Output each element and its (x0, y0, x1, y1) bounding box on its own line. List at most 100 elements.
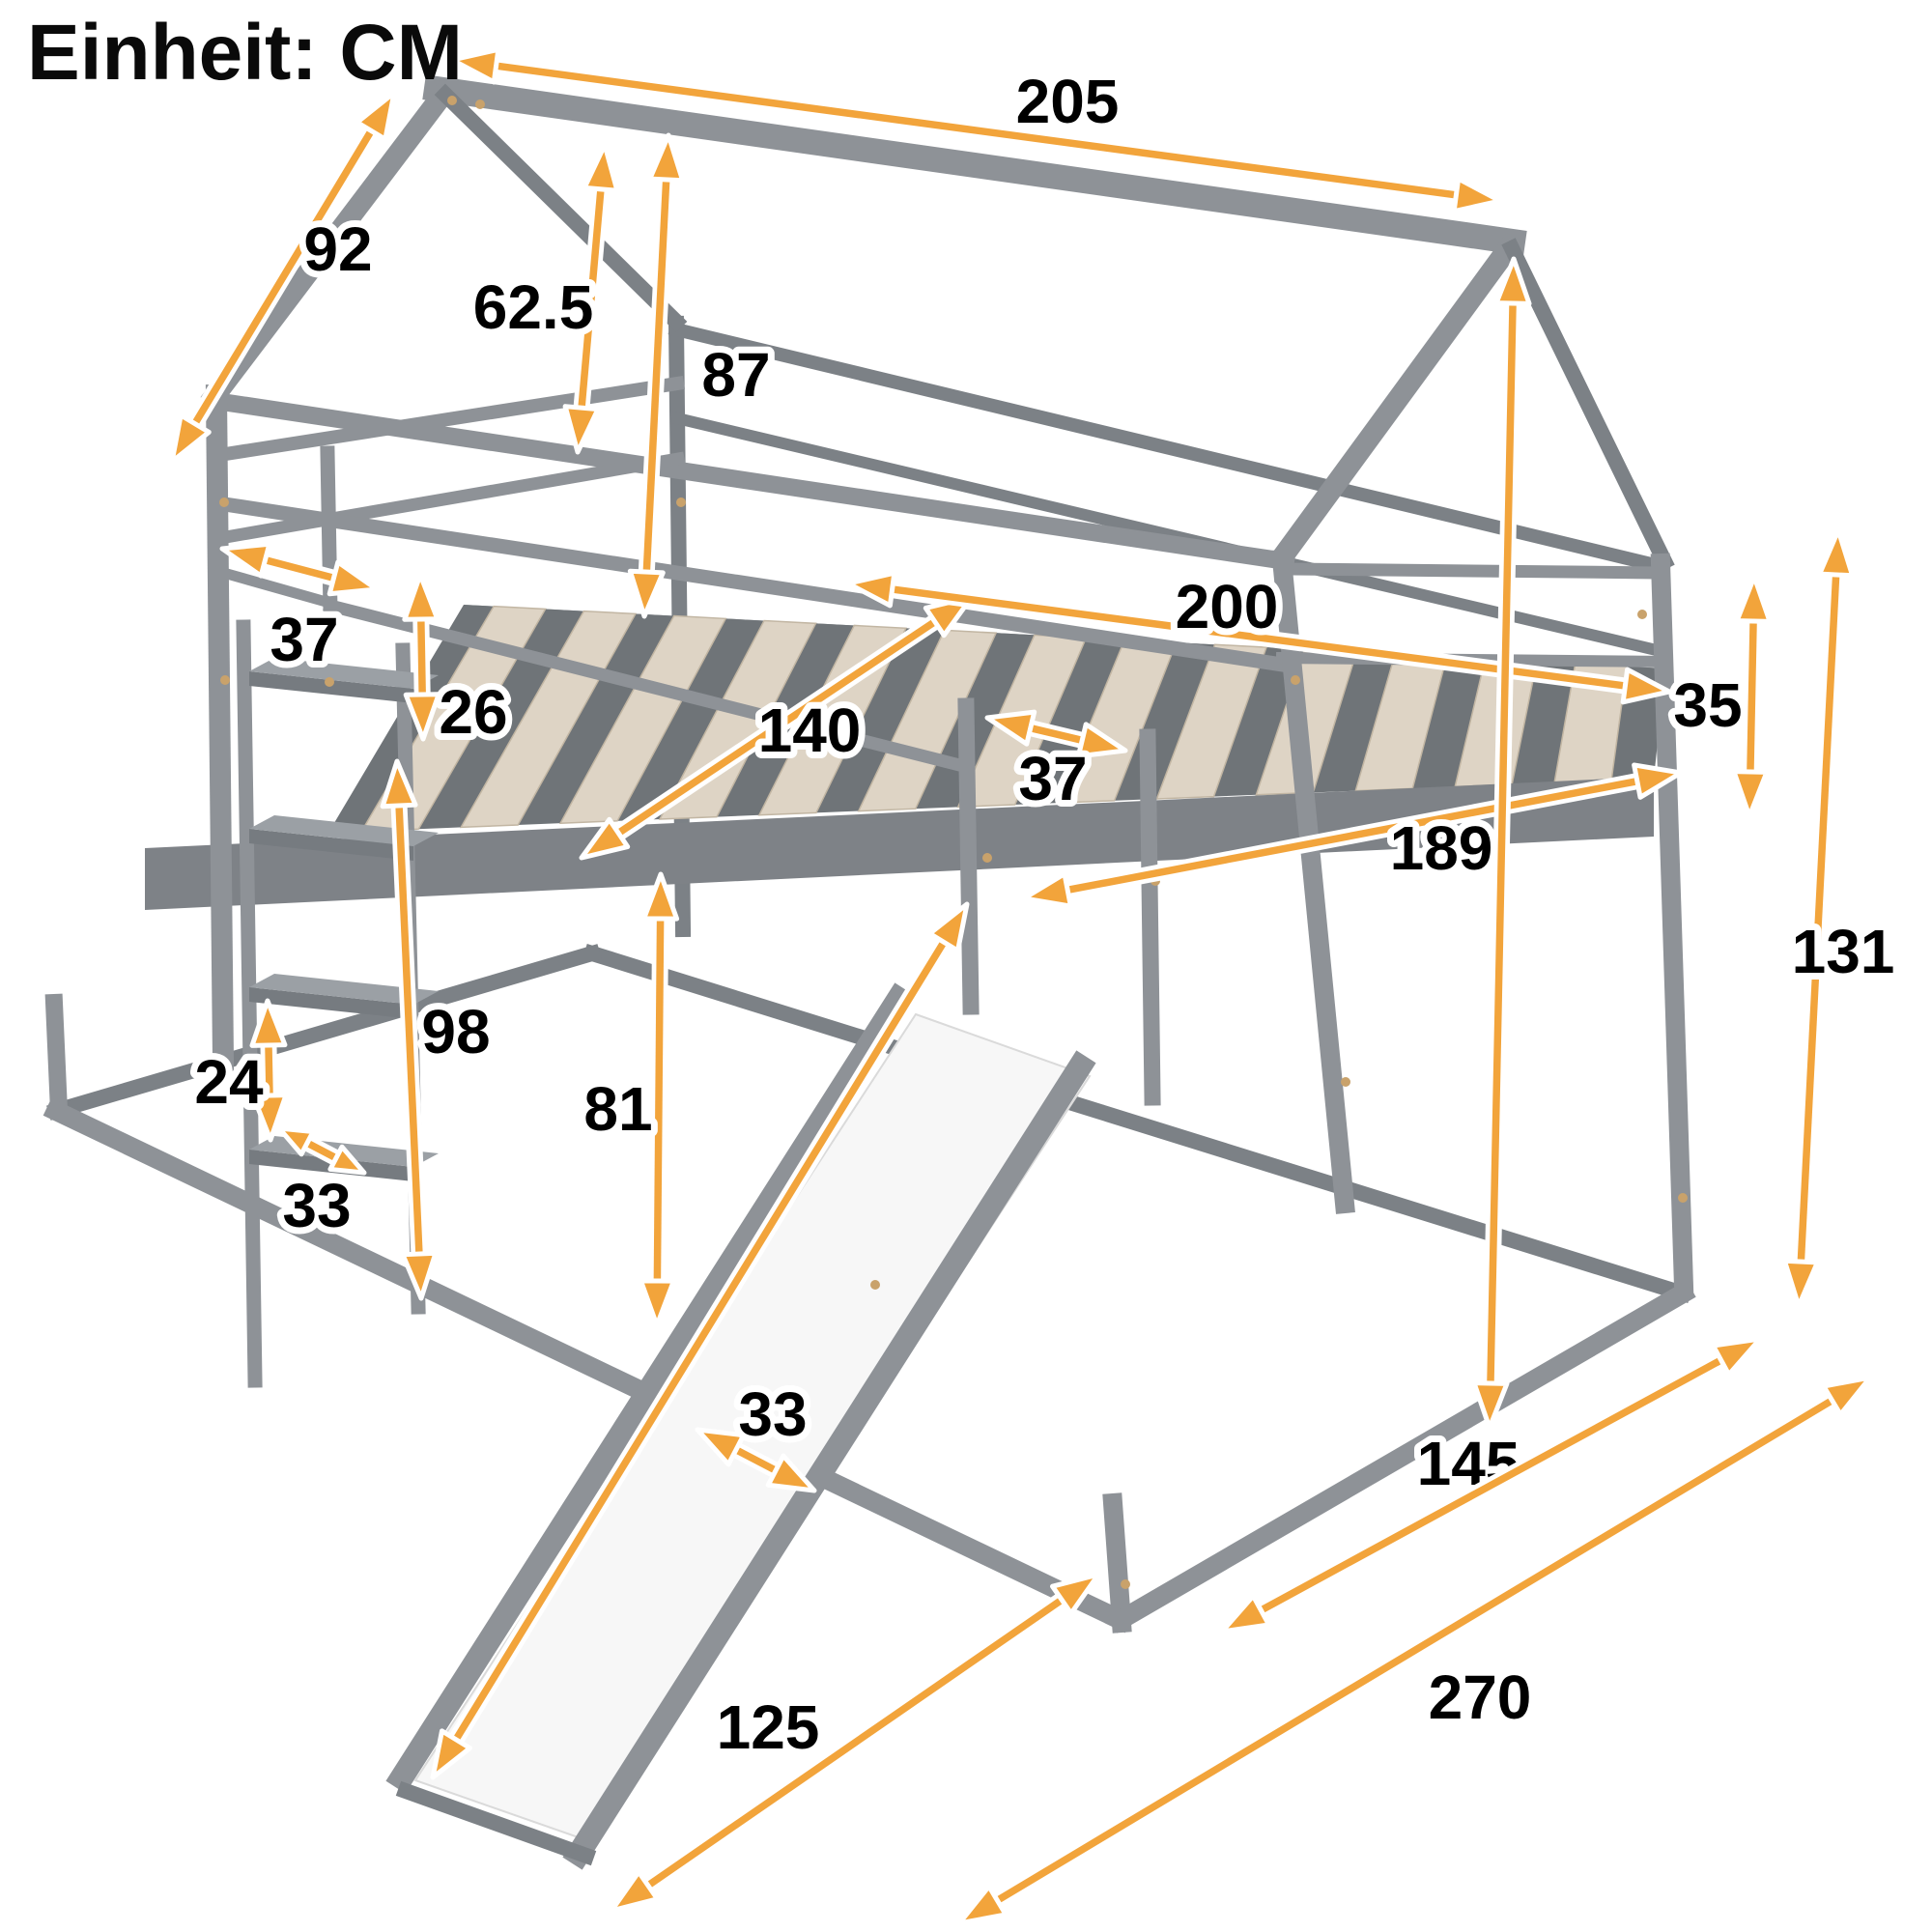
arrow-head (400, 1250, 439, 1301)
dim-label-head-post-depth: 37 (270, 605, 338, 674)
dim-label-ridge-to-slats: 87 (701, 340, 770, 410)
arrow-head (449, 46, 501, 85)
slide-guard-post-right (1139, 728, 1161, 1106)
dim-label-gable-height: 62.5 (473, 272, 594, 342)
arrow-head (380, 758, 418, 810)
arrow-shaft (642, 171, 670, 581)
arrow-head (579, 816, 631, 861)
dim-ridge-to-slats: 87 (627, 132, 778, 619)
arrow-head (627, 568, 666, 619)
arrow-head (1021, 871, 1073, 909)
dim-slide-width: 33 (695, 1373, 817, 1493)
dim-label-side-height: 131 (1792, 917, 1895, 986)
ladder-step-top (249, 658, 439, 689)
dim-label-step-depth: 33 (282, 1171, 351, 1240)
arrow-shaft (448, 933, 952, 1748)
dim-step-depth: 33 (275, 1125, 367, 1247)
arrow-head (402, 572, 440, 622)
arrow-head (1632, 762, 1684, 800)
deck-front-band (145, 777, 1654, 910)
slide-foot (395, 1780, 597, 1866)
dim-label-slide-opening: 37 (1018, 744, 1087, 813)
slide-rail-right (562, 1050, 1096, 1870)
front-guardrail (323, 598, 975, 775)
front-right-corner-foot (1102, 1492, 1132, 1634)
ladder-step-front (249, 987, 413, 1019)
slat (857, 629, 998, 812)
arrow-head (250, 1093, 289, 1143)
front-head-post (205, 384, 235, 1072)
arrow-head (169, 412, 212, 465)
dim-label-deck-height: 98 (421, 997, 490, 1066)
arrow-shaft (639, 1592, 1070, 1893)
arrow-head (926, 901, 970, 953)
arrow-head (1731, 769, 1770, 819)
arrow-head (695, 1427, 747, 1467)
arrow-head (327, 1144, 367, 1176)
dim-label-ridge-length: 205 (1016, 67, 1120, 136)
dim-slide-opening: 37 (984, 709, 1128, 820)
arrow-head (1471, 1380, 1510, 1431)
dim-label-rail-band-height: 35 (1673, 670, 1742, 740)
front-left-corner-foot (44, 993, 69, 1121)
head-top-rail (212, 376, 685, 463)
arrow-head (355, 90, 397, 142)
arrow-head (609, 1869, 661, 1914)
arrow-shaft (265, 1037, 273, 1104)
arrow-head (249, 998, 288, 1048)
arrow-shaft (577, 181, 606, 416)
arrow-head (984, 709, 1037, 747)
ladder-step-top (249, 815, 439, 846)
arrow-head (562, 404, 601, 455)
arrow-head (956, 1884, 1009, 1926)
foot-bottom-rail (1107, 1280, 1696, 1634)
arrow-head (1817, 527, 1856, 579)
arrow-head (430, 1728, 473, 1780)
dim-label-mattress-width: 140 (758, 696, 862, 765)
arrow-head (647, 132, 686, 184)
arrow-head (1620, 667, 1672, 705)
ladder-step-front (249, 829, 413, 861)
arrow-shaft (416, 611, 427, 703)
rear-foot-post (1650, 553, 1694, 1297)
head-guard-stub-rail (213, 565, 336, 610)
head-rear-rafter (434, 83, 688, 333)
arrow-head (765, 1453, 817, 1493)
arrow-shaft (610, 613, 944, 841)
dim-label-mattress-length: 200 (1176, 572, 1279, 641)
ridge-beam (422, 74, 1527, 256)
arrow-shaft (1747, 612, 1757, 781)
arrow-head (638, 1278, 676, 1328)
arrow-head (641, 871, 680, 922)
foot-top-rail (1279, 562, 1670, 580)
dim-slide-length-arrow (430, 901, 970, 1780)
arrow-head (327, 559, 380, 597)
slat (658, 619, 817, 820)
front-foot-post (1271, 549, 1355, 1214)
dim-deck-height: 98 (380, 758, 497, 1301)
arrow-head (1821, 1375, 1873, 1417)
dim-label-guardrail-height: 26 (439, 677, 507, 747)
arrow-shaft (256, 554, 343, 583)
slat (459, 610, 638, 829)
slat (1155, 643, 1268, 800)
slide-guard-post-left (957, 697, 980, 1015)
head-bottom-rail (46, 944, 602, 1121)
head-mid-rail (213, 451, 686, 546)
arrow-head (1781, 1258, 1820, 1309)
arrow-head (845, 570, 897, 609)
arrow-head (403, 692, 441, 742)
arrow-head (1493, 256, 1532, 306)
arrow-shaft (1487, 295, 1517, 1392)
arrow-shaft (1252, 1352, 1730, 1618)
dim-guardrail-height: 26 (402, 572, 515, 753)
arrow-shaft (394, 797, 424, 1263)
unit-label: Einheit: CM (27, 9, 463, 97)
dim-ridge-length: 205 (449, 46, 1503, 214)
dim-gable-height: 62.5 (467, 142, 620, 455)
arrow-shaft (1797, 566, 1840, 1270)
ladder-left-stile (236, 619, 263, 1388)
